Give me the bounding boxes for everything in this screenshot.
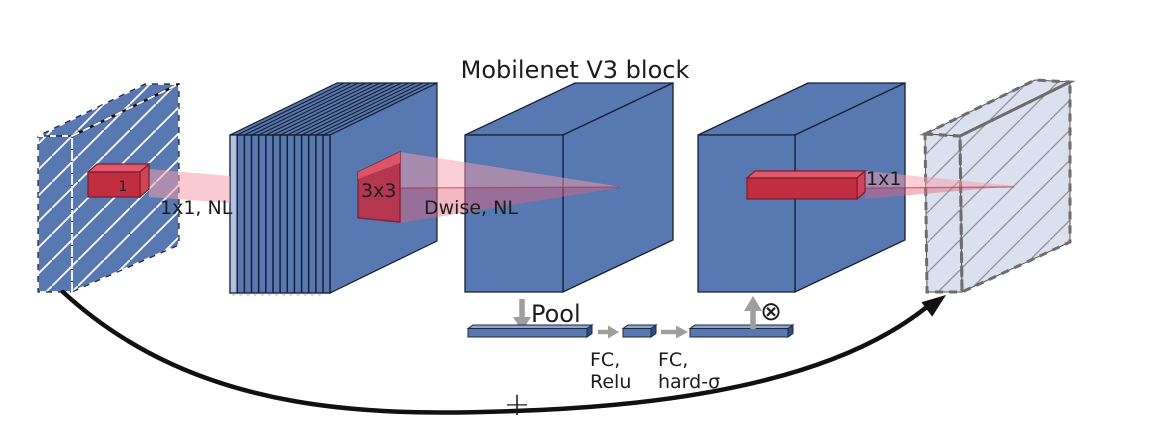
fc1-label-line2: Relu bbox=[590, 371, 631, 393]
pool-label: Pool bbox=[531, 300, 581, 328]
scale-arrow bbox=[744, 296, 762, 329]
conv-kernels-and-beams: 1 bbox=[86, 150, 1016, 223]
project-kernel-box bbox=[745, 169, 867, 201]
dwise-beam-lower bbox=[400, 187, 622, 223]
dwise-kernel-size-label: 3x3 bbox=[361, 180, 396, 202]
pool-arrow bbox=[513, 299, 531, 331]
fc2-label-line2: hard-σ bbox=[658, 371, 720, 393]
input-kernel-size-label: 1 bbox=[119, 179, 128, 195]
input-front-face bbox=[37, 135, 73, 293]
fc1-label-line1: FC, bbox=[590, 349, 620, 371]
dwise-beam-upper bbox=[400, 152, 622, 188]
dwise-kernel-box bbox=[357, 150, 401, 223]
expand-bottom-slivers bbox=[231, 293, 323, 297]
expand-top-slice-lines bbox=[236, 82, 431, 136]
skip-curve bbox=[60, 289, 931, 415]
labels: Mobilenet V3 block 1x1, NL 3x3 Dwise, NL… bbox=[160, 56, 901, 393]
input-kernel-box bbox=[86, 162, 151, 199]
project-beam-upper bbox=[865, 171, 1016, 188]
expand-conv-label: 1x1, NL bbox=[160, 197, 233, 219]
input-dashed-border bbox=[37, 82, 180, 294]
project-beam-core bbox=[864, 186, 1015, 189]
fc2-label-line1: FC, bbox=[658, 349, 688, 371]
output-feature-map bbox=[919, 78, 1076, 295]
add-icon: + bbox=[504, 385, 531, 423]
multiply-icon: ⊗ bbox=[760, 297, 782, 327]
project-front-face bbox=[697, 134, 796, 293]
skip-connection: + bbox=[60, 289, 946, 423]
skip-arrowhead-icon bbox=[921, 295, 946, 317]
output-front-face bbox=[924, 133, 963, 293]
squeezed-bar bbox=[621, 324, 658, 338]
figure-title: Mobilenet V3 block bbox=[461, 56, 690, 84]
expand-beam bbox=[149, 169, 230, 203]
expand-first-slice bbox=[230, 135, 237, 293]
squeeze-excite-path: ⊗ bbox=[466, 296, 795, 339]
excite-bar bbox=[688, 324, 795, 338]
dwise-beam-core bbox=[399, 186, 621, 189]
fc2-arrow bbox=[661, 325, 688, 339]
project-beam-lower bbox=[865, 186, 1016, 199]
project-conv-label: 1x1 bbox=[866, 168, 901, 190]
dwise-conv-label: Dwise, NL bbox=[424, 197, 518, 219]
pooled-bar bbox=[466, 324, 594, 338]
output-dashed-border bbox=[919, 78, 1076, 295]
fc1-arrow bbox=[598, 325, 619, 339]
expand-slice-lines bbox=[236, 135, 324, 293]
